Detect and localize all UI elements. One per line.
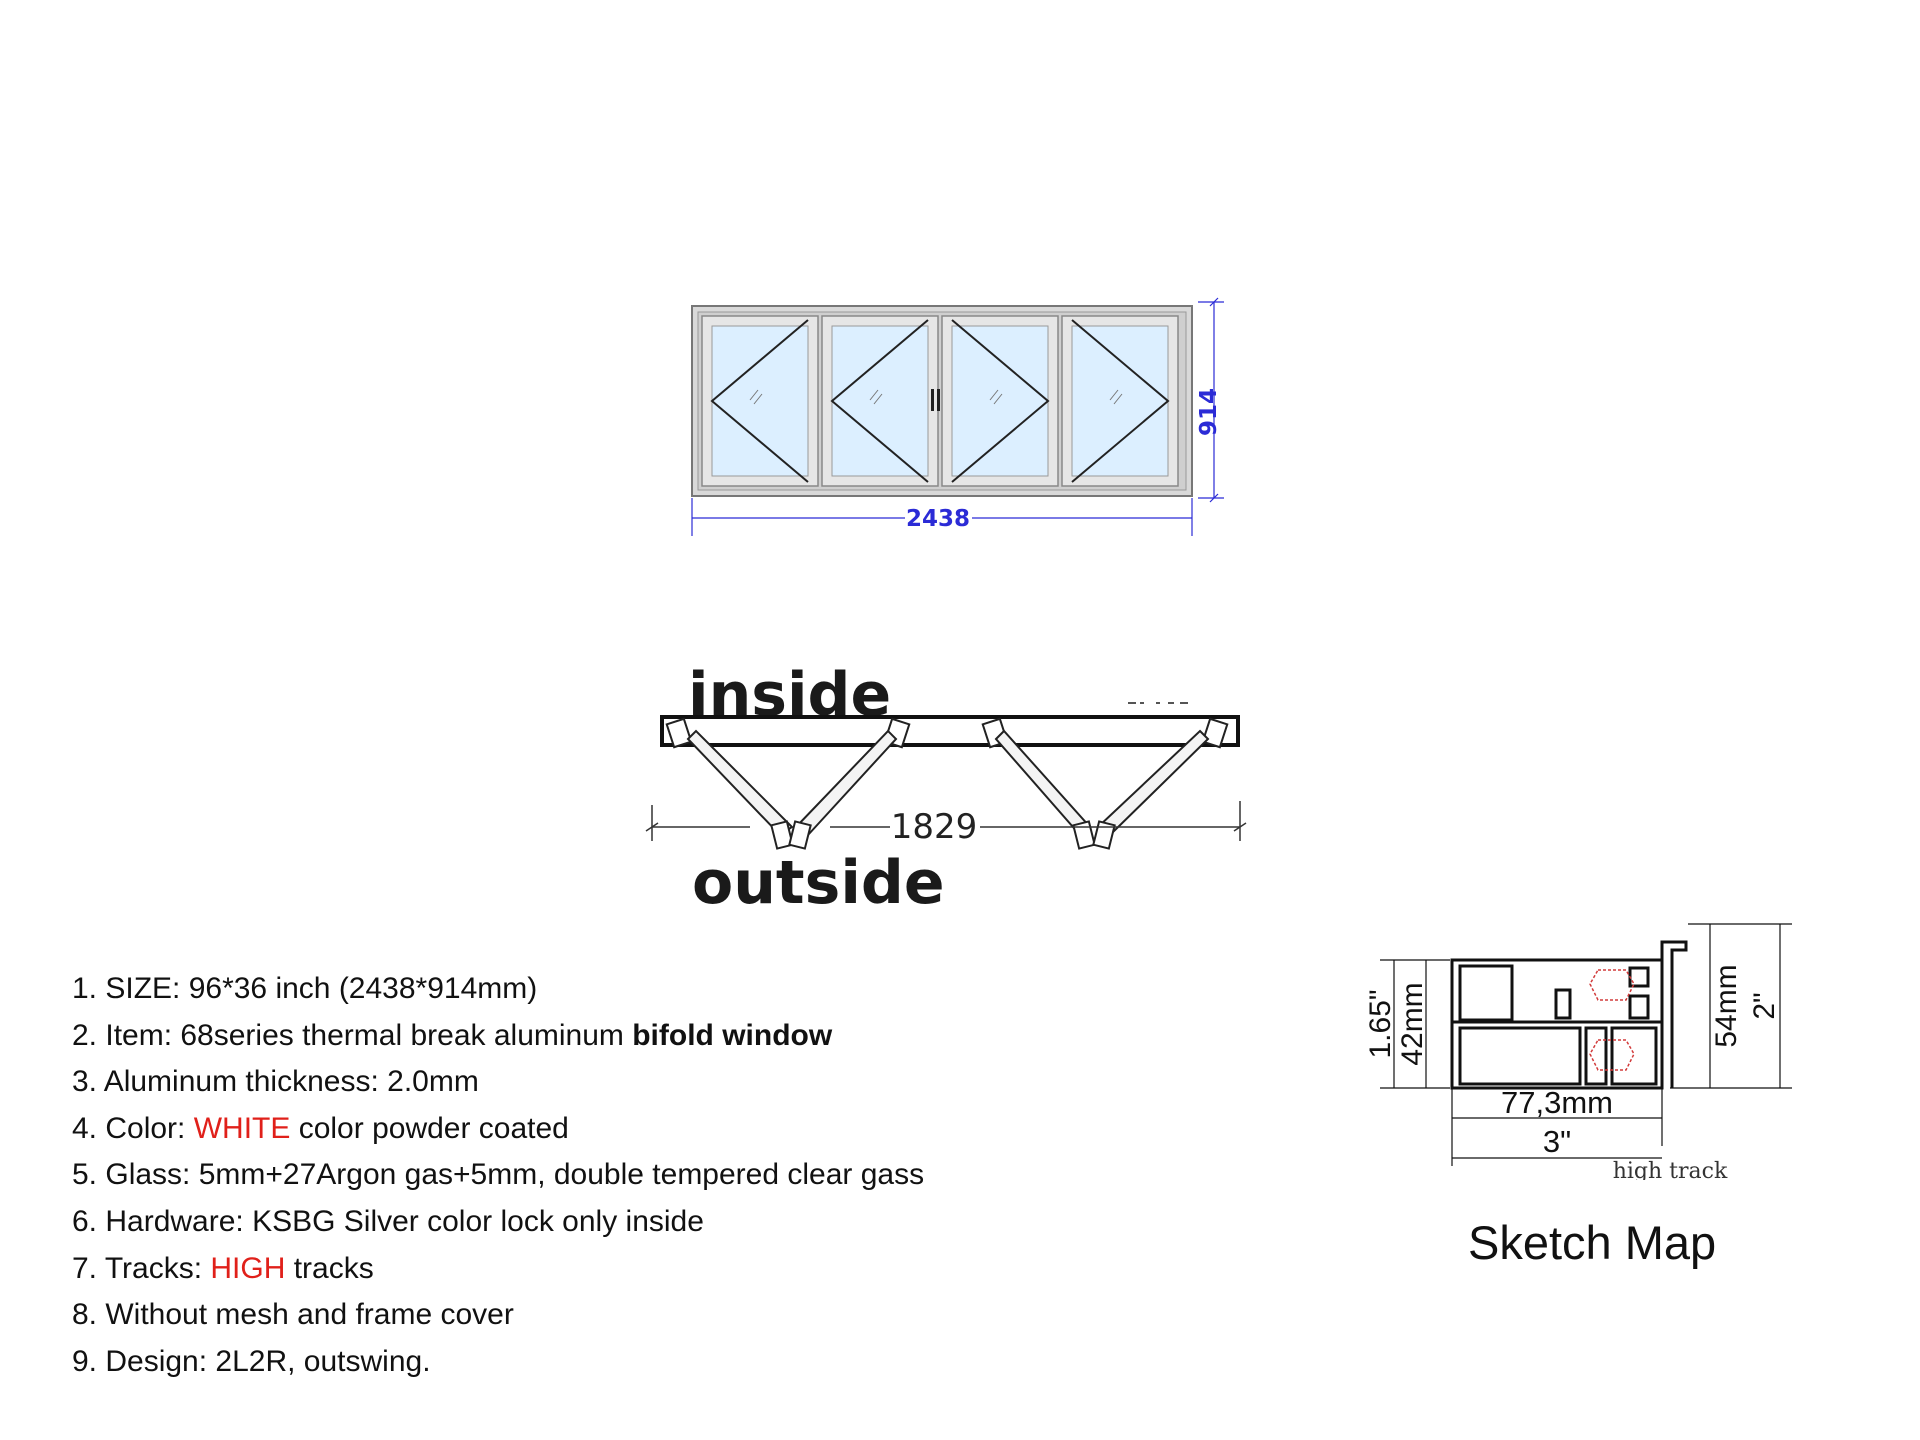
width-dimension xyxy=(691,498,1193,536)
right-mm-label: 54mm xyxy=(1710,964,1743,1047)
track-type-label: high track xyxy=(1613,1159,1728,1180)
handle-icon xyxy=(931,389,934,411)
glass-pane-3 xyxy=(951,325,1049,477)
spec-item-design: 9. Design: 2L2R, outswing. xyxy=(72,1344,431,1378)
plan-width-label: 1829 xyxy=(891,807,978,847)
specifications-list: 1. SIZE: 96*36 inch (2438*914mm) 2. Item… xyxy=(72,966,1192,1385)
plan-view-drawing: 1829 xyxy=(645,702,1247,850)
bottom-inch-label: 3" xyxy=(1543,1124,1571,1159)
left-mm-label: 42mm xyxy=(1396,982,1429,1065)
window-sashes xyxy=(701,315,1179,487)
glass-pane-1 xyxy=(711,325,809,477)
spec-item-mesh: 8. Without mesh and frame cover xyxy=(72,1298,514,1332)
spec-item-product: 2. Item: 68series thermal break aluminum… xyxy=(72,1018,833,1052)
frame-track xyxy=(660,715,1240,747)
left-dimension xyxy=(1380,959,1450,1089)
spec-item-size: 1. SIZE: 96*36 inch (2438*914mm) xyxy=(72,972,538,1005)
spec-item-thickness: 3. Aluminum thickness: 2.0mm xyxy=(72,1065,479,1099)
spec-item-color: 4. Color: WHITE color powder coated xyxy=(72,1111,569,1145)
sketch-map-title: Sketch Map xyxy=(1468,1216,1717,1269)
glass-pane-2 xyxy=(831,325,929,477)
glass-pane-4 xyxy=(1071,325,1169,477)
spec-item-glass: 5. Glass: 5mm+27Argon gas+5mm, double te… xyxy=(72,1158,925,1192)
height-label: 914 xyxy=(1196,388,1222,436)
right-inch-label: 2" xyxy=(1748,992,1781,1019)
profile-sketch: 1.65" 42mm 54mm 2" 77,3mm 3" high track xyxy=(1364,923,1792,1180)
plan-width-dimension xyxy=(645,801,1247,841)
spec-item-hardware: 6. Hardware: KSBG Silver color lock only… xyxy=(72,1204,704,1238)
right-dimension xyxy=(1670,923,1792,1089)
outside-label: outside xyxy=(692,848,945,918)
bottom-mm-label: 77,3mm xyxy=(1501,1085,1613,1120)
spec-item-tracks: 7. Tracks: HIGH tracks xyxy=(72,1251,374,1285)
left-inch-label: 1.65" xyxy=(1364,989,1397,1058)
thermal-break xyxy=(1589,969,1635,1071)
width-label: 2438 xyxy=(906,506,970,532)
track-profile xyxy=(1450,940,1688,1090)
height-dimension xyxy=(1198,297,1224,503)
bottom-dimension xyxy=(1451,1088,1663,1166)
plan-hinges xyxy=(665,717,1229,749)
window-elevation-drawing: 914 2438 xyxy=(691,297,1224,536)
